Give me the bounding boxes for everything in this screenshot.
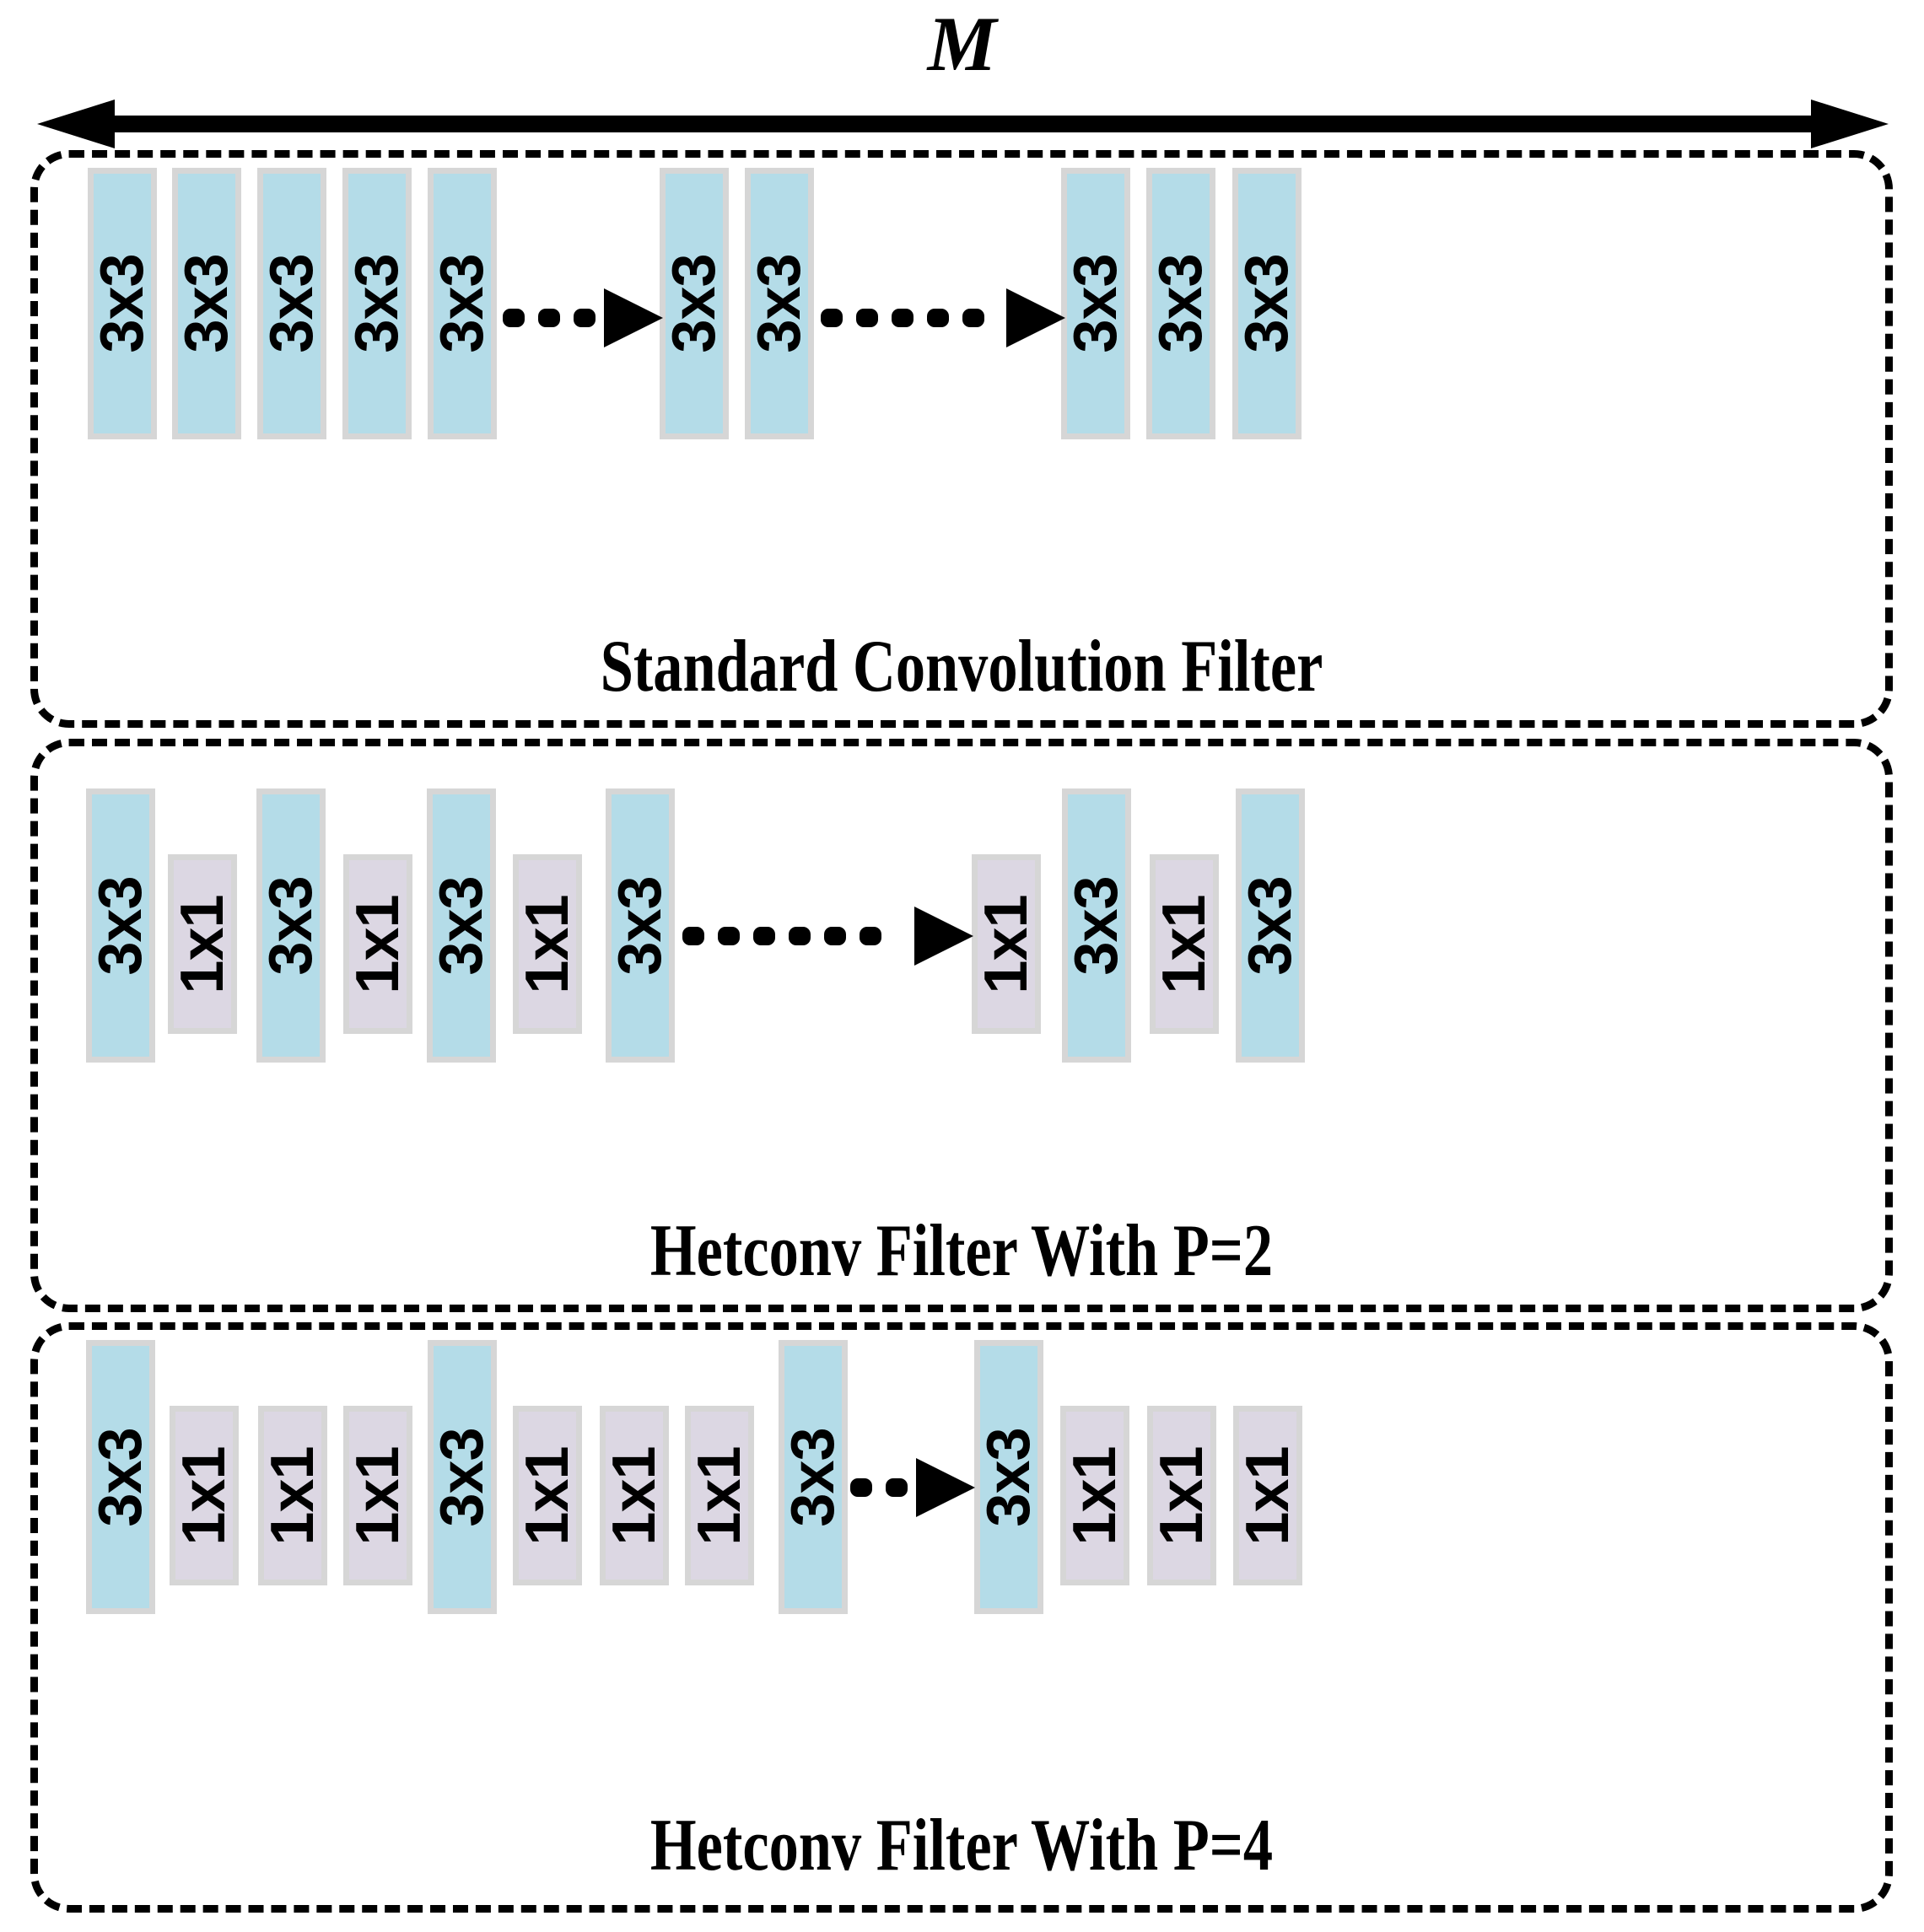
kernel-bar-1x1: 1x1 xyxy=(513,1406,582,1585)
panel-0-caption: Standard Convolution Filter xyxy=(600,626,1323,708)
kernel-bar-3x3: 3x3 xyxy=(86,788,155,1063)
kernel-bar-label: 1x1 xyxy=(601,1445,668,1546)
m-width-label: M xyxy=(927,1,997,87)
kernel-bar-3x3: 3x3 xyxy=(1236,788,1305,1063)
kernel-bar-3x3: 3x3 xyxy=(660,168,729,439)
kernel-bar-label: 3x3 xyxy=(746,254,813,353)
kernel-bar-3x3: 3x3 xyxy=(606,788,675,1063)
kernel-bar-1x1: 1x1 xyxy=(1233,1406,1302,1585)
kernel-bar-1x1: 1x1 xyxy=(168,854,237,1034)
m-span-double-arrow xyxy=(37,100,1889,148)
kernel-bar-3x3: 3x3 xyxy=(256,788,326,1063)
kernel-bar-label: 3x3 xyxy=(1062,254,1129,353)
kernel-bar-3x3: 3x3 xyxy=(745,168,814,439)
kernel-bar-3x3: 3x3 xyxy=(779,1340,848,1614)
kernel-bar-label: 1x1 xyxy=(973,894,1040,994)
kernel-bar-3x3: 3x3 xyxy=(428,1340,497,1614)
kernel-bar-3x3: 3x3 xyxy=(88,168,157,439)
kernel-bar-1x1: 1x1 xyxy=(1147,1406,1216,1585)
panel-2-caption: Hetconv Filter With P=4 xyxy=(649,1805,1274,1886)
kernel-bar-label: 3x3 xyxy=(257,875,325,976)
kernel-bar-label: 1x1 xyxy=(170,1445,238,1546)
kernel-bar-label: 1x1 xyxy=(1234,1445,1302,1546)
kernel-bar-label: 1x1 xyxy=(1148,1445,1215,1546)
kernel-bar-3x3: 3x3 xyxy=(1062,788,1131,1063)
kernel-bar-3x3: 3x3 xyxy=(342,168,412,439)
kernel-bar-1x1: 1x1 xyxy=(343,1406,412,1585)
kernel-bar-label: 3x3 xyxy=(428,254,496,353)
kernel-bar-label: 3x3 xyxy=(343,254,411,353)
kernel-bar-label: 3x3 xyxy=(1237,875,1304,976)
kernel-bar-3x3: 3x3 xyxy=(428,168,497,439)
kernel-bar-label: 3x3 xyxy=(87,1427,154,1527)
kernel-bar-1x1: 1x1 xyxy=(685,1406,754,1585)
kernel-bar-label: 3x3 xyxy=(1233,254,1301,353)
kernel-bar-3x3: 3x3 xyxy=(1232,168,1302,439)
kernel-bar-label: 1x1 xyxy=(514,894,581,994)
kernel-bar-label: 1x1 xyxy=(686,1445,753,1546)
kernel-bar-3x3: 3x3 xyxy=(427,788,496,1063)
kernel-bar-label: 1x1 xyxy=(514,1445,581,1546)
panel-1-caption: Hetconv Filter With P=2 xyxy=(649,1210,1274,1292)
kernel-bar-label: 1x1 xyxy=(344,1445,412,1546)
kernel-bar-label: 3x3 xyxy=(975,1427,1043,1527)
kernel-bar-label: 1x1 xyxy=(1061,1445,1129,1546)
kernel-bar-label: 3x3 xyxy=(87,875,154,976)
kernel-bar-label: 3x3 xyxy=(606,875,674,976)
kernel-bar-label: 3x3 xyxy=(1147,254,1215,353)
kernel-bar-1x1: 1x1 xyxy=(513,854,582,1034)
kernel-bar-label: 3x3 xyxy=(660,254,728,353)
kernel-bar-label: 3x3 xyxy=(258,254,326,353)
kernel-bar-3x3: 3x3 xyxy=(1061,168,1130,439)
kernel-bar-3x3: 3x3 xyxy=(974,1340,1043,1614)
kernel-bar-label: 3x3 xyxy=(173,254,240,353)
kernel-bar-label: 3x3 xyxy=(89,254,156,353)
kernel-bar-3x3: 3x3 xyxy=(86,1340,155,1614)
kernel-bar-1x1: 1x1 xyxy=(1150,854,1219,1034)
kernel-bar-3x3: 3x3 xyxy=(172,168,241,439)
kernel-bar-label: 1x1 xyxy=(169,894,236,994)
kernel-bar-label: 1x1 xyxy=(1151,894,1218,994)
kernel-bar-1x1: 1x1 xyxy=(1060,1406,1129,1585)
kernel-bar-1x1: 1x1 xyxy=(972,854,1041,1034)
kernel-bar-1x1: 1x1 xyxy=(600,1406,669,1585)
kernel-bar-label: 1x1 xyxy=(344,894,412,994)
kernel-bar-label: 3x3 xyxy=(1063,875,1130,976)
kernel-bar-1x1: 1x1 xyxy=(258,1406,327,1585)
kernel-bar-3x3: 3x3 xyxy=(1146,168,1215,439)
kernel-bar-label: 3x3 xyxy=(428,875,495,976)
kernel-bar-1x1: 1x1 xyxy=(343,854,412,1034)
kernel-bar-label: 1x1 xyxy=(259,1445,326,1546)
kernel-bar-label: 3x3 xyxy=(779,1427,847,1527)
width-annotation: M xyxy=(0,0,1924,150)
kernel-bar-label: 3x3 xyxy=(428,1427,496,1527)
kernel-bar-1x1: 1x1 xyxy=(170,1406,239,1585)
kernel-bar-3x3: 3x3 xyxy=(257,168,326,439)
